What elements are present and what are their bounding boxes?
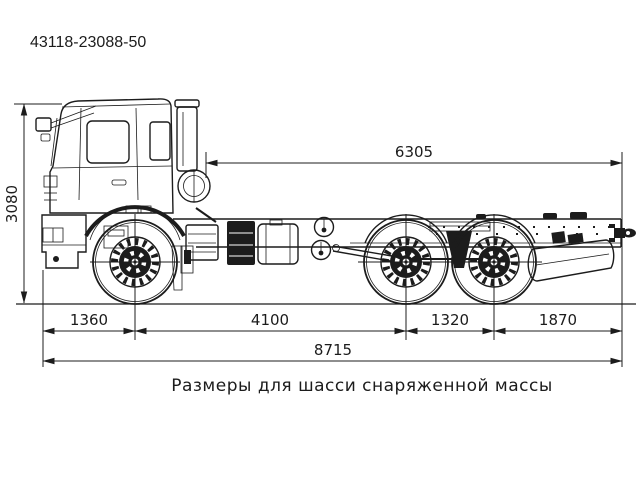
cab-body: [49, 98, 174, 214]
entry-step: [103, 225, 129, 249]
dim-rear-overhang-label: 1870: [539, 311, 577, 329]
dim-overall-height-label: 3080: [3, 185, 21, 223]
cab: [35, 98, 186, 291]
quarter-window: [149, 121, 171, 161]
door-rear-edge: [135, 107, 139, 201]
drawing-caption: Размеры для шасси снаряженной массы: [171, 376, 553, 396]
door-handle: [111, 179, 127, 186]
front-fender: [84, 205, 186, 237]
front-bumper: [41, 214, 87, 269]
mudflap: [171, 245, 183, 291]
door-window: [86, 120, 130, 164]
dim-wheelbase-label: 4100: [251, 311, 289, 329]
muffler: [227, 221, 255, 265]
dimension-annotations: 3080 6305 1360 4100 1320 1870 8715: [3, 103, 623, 367]
dim-overall-length-label: 8715: [314, 341, 352, 359]
fuel-tank: [257, 219, 299, 265]
dim-front-overhang-label: 1360: [70, 311, 108, 329]
dim-frame-behind-cab-label: 6305: [395, 143, 433, 161]
tow-hitch: [609, 224, 636, 242]
model-code-label: 43118-23088-50: [30, 34, 146, 51]
transfer-case: [180, 207, 217, 274]
door-front-edge: [78, 107, 82, 201]
side-mirror: [35, 105, 97, 142]
roof-line: [61, 103, 171, 108]
dim-tandem-spacing-label: 1320: [431, 311, 469, 329]
air-intake-snorkel: [174, 99, 211, 203]
filler-caps: [310, 216, 335, 261]
spare-wheel-carrier: [527, 231, 615, 282]
